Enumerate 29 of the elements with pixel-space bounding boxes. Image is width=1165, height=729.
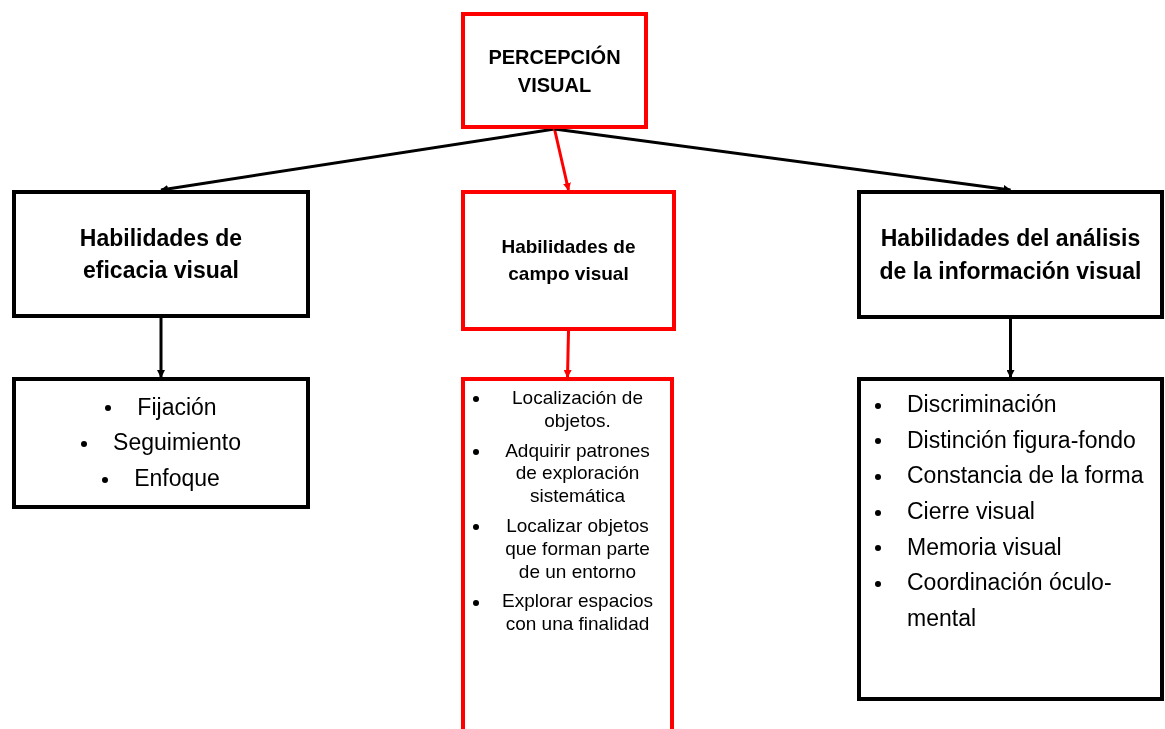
box-title: Habilidades del análisis de la información visual <box>878 224 1143 286</box>
box-title: Habilidades de campo visual <box>500 234 637 286</box>
list-item: Constancia de la forma <box>907 461 1144 491</box>
list-box <box>12 377 310 509</box>
list-item: Seguimiento <box>113 428 241 458</box>
list-item: Fijación <box>137 392 217 422</box>
list-item: Adquirir patrones de exploración sistemática <box>504 439 651 508</box>
list-item: Localizar objetos que forman parte de un entorno <box>504 515 651 584</box>
list-item: Coordinación óculo-mental <box>907 568 1113 633</box>
concept-box <box>461 190 676 331</box>
arrow <box>563 330 572 378</box>
list-item: Distinción figura-fondo <box>907 425 1136 455</box>
list-item: Localización de objetos. <box>511 387 644 433</box>
list-item: Discriminación <box>907 390 1057 419</box>
concept-box <box>461 12 648 129</box>
box-title: Habilidades de eficacia visual <box>78 223 244 285</box>
concept-box <box>857 190 1164 319</box>
arrow <box>157 318 165 378</box>
list-box <box>461 377 674 729</box>
list-item: Memoria visual <box>907 532 1062 562</box>
box-title: PERCEPCIÓN VISUAL <box>487 44 622 98</box>
list-box <box>857 377 1164 701</box>
arrow <box>1006 319 1015 378</box>
concept-box <box>12 190 310 318</box>
list-item: Cierre visual <box>907 496 1035 526</box>
list-item: Enfoque <box>134 463 220 493</box>
arrow <box>160 127 555 193</box>
list-item: Explorar espacios con una finalidad <box>501 590 654 636</box>
arrow <box>553 128 571 191</box>
